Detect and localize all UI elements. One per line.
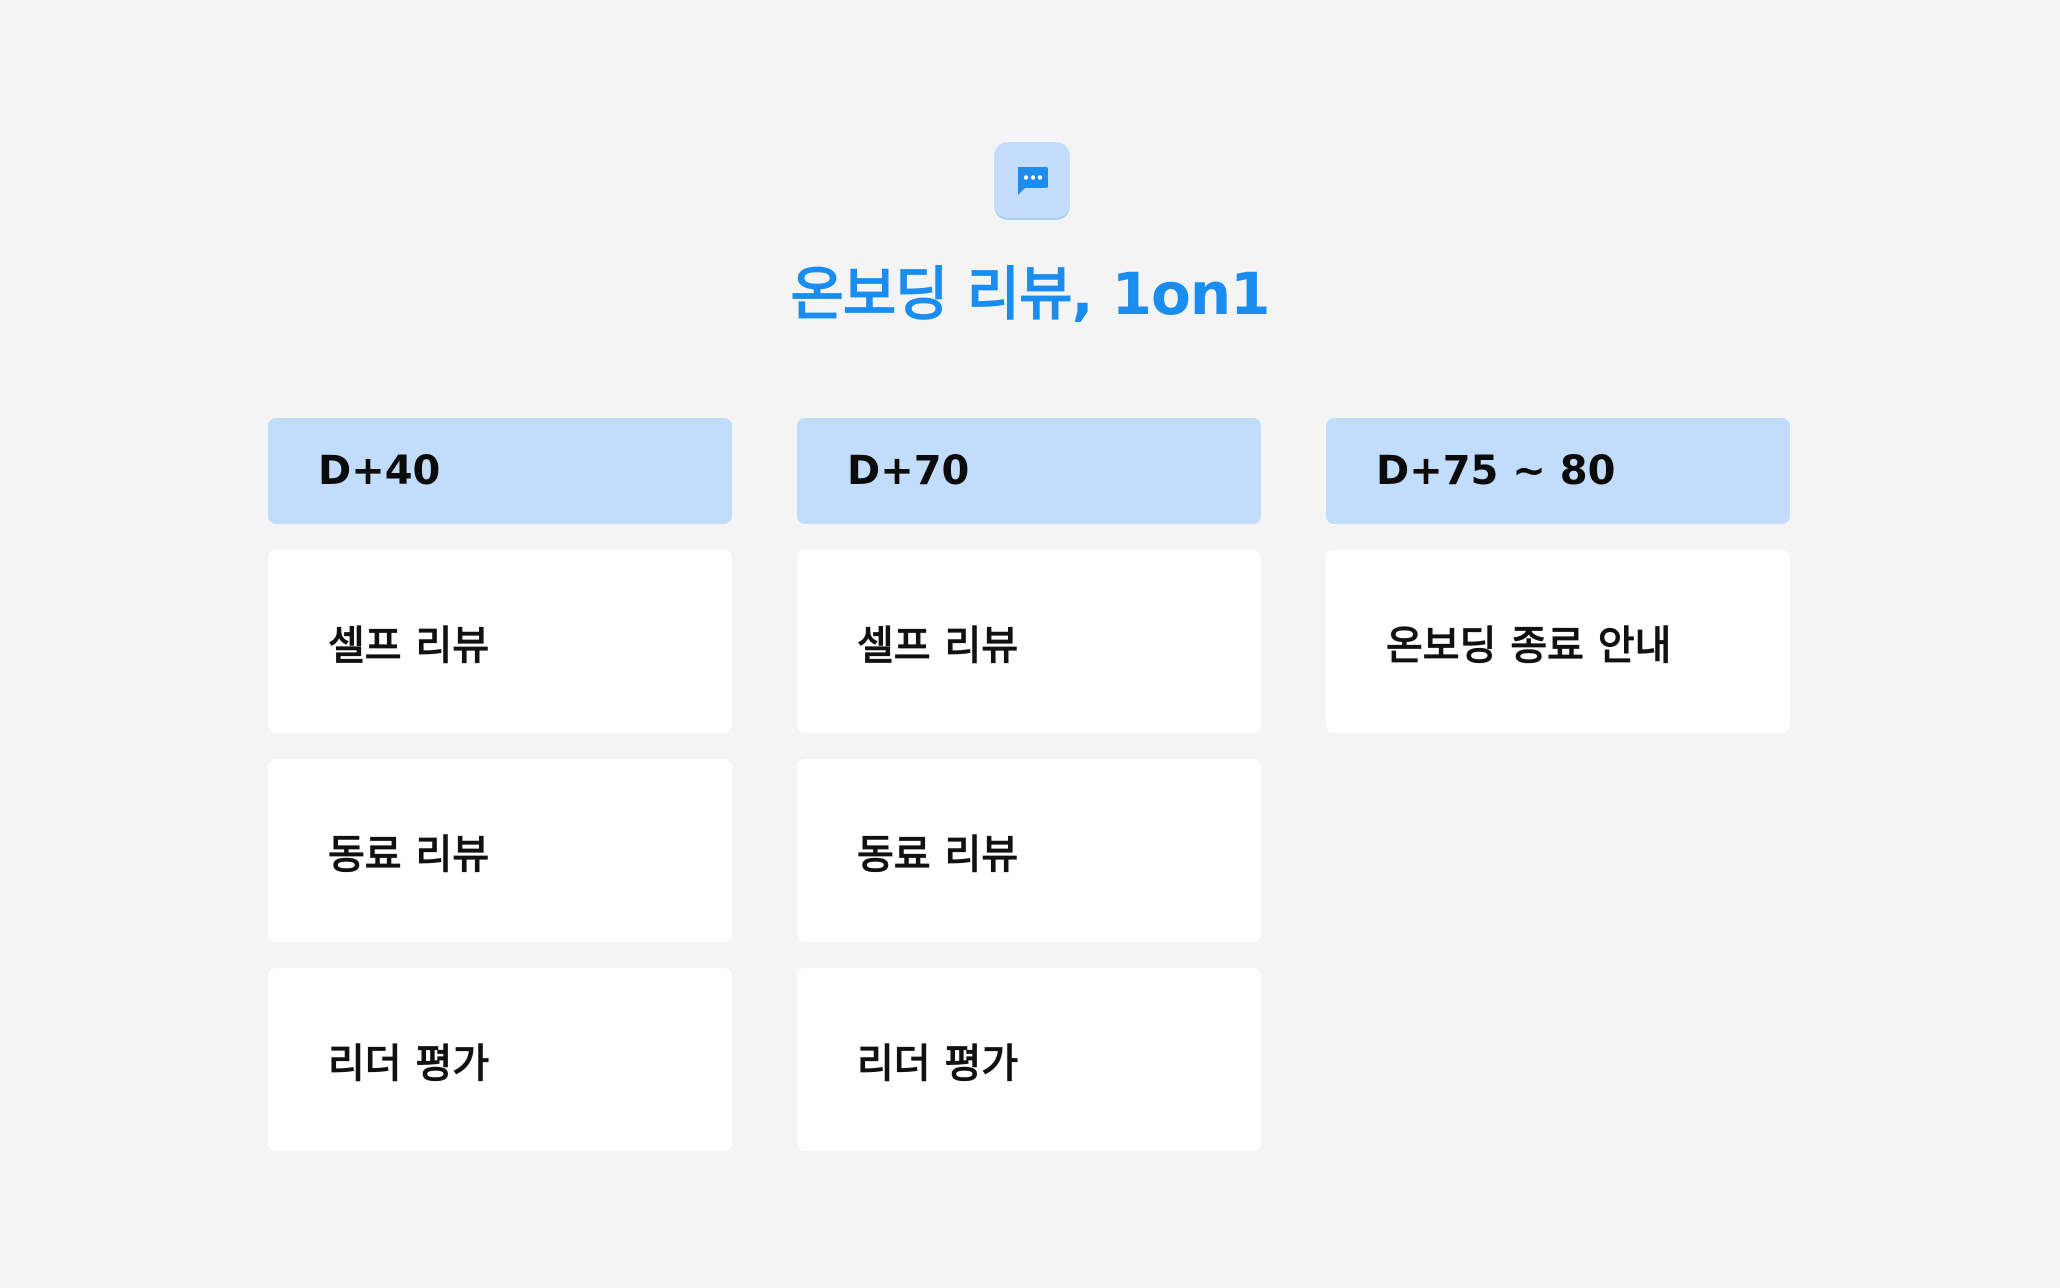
stage-column-d40: D+40 셀프 리뷰 동료 리뷰 리더 평가 — [268, 418, 732, 1151]
chat-bubble-icon — [1018, 167, 1048, 195]
task-card: 셀프 리뷰 — [797, 550, 1261, 733]
stage-header: D+75 ~ 80 — [1326, 418, 1790, 524]
task-card: 동료 리뷰 — [268, 759, 732, 942]
chat-bubble-icon-tile — [994, 142, 1070, 218]
stage-column-d70: D+70 셀프 리뷰 동료 리뷰 리더 평가 — [797, 418, 1261, 1151]
task-card: 리더 평가 — [797, 968, 1261, 1151]
stage-column-d75-80: D+75 ~ 80 온보딩 종료 안내 — [1326, 418, 1790, 733]
stage-header: D+70 — [797, 418, 1261, 524]
task-card: 리더 평가 — [268, 968, 732, 1151]
stage-header: D+40 — [268, 418, 732, 524]
task-card: 셀프 리뷰 — [268, 550, 732, 733]
page-title: 온보딩 리뷰, 1on1 — [790, 260, 1270, 328]
task-card: 온보딩 종료 안내 — [1326, 550, 1790, 733]
task-card: 동료 리뷰 — [797, 759, 1261, 942]
